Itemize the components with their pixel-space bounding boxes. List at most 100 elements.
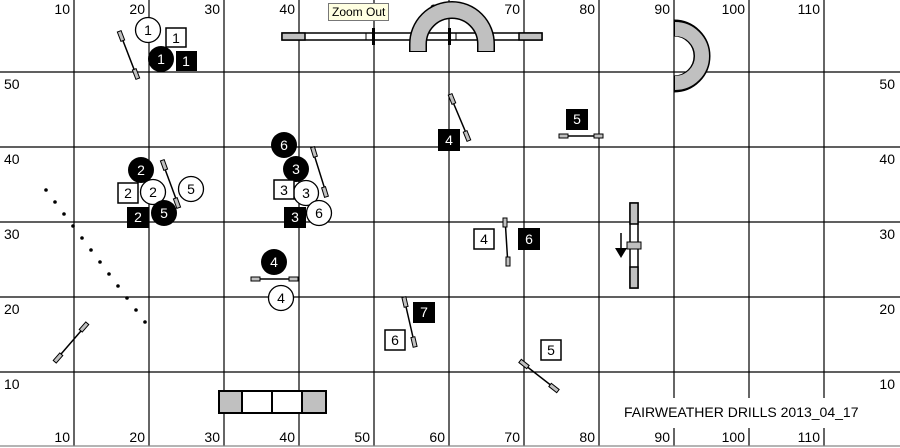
x-label: 20 — [129, 429, 145, 445]
x-label: 80 — [579, 1, 595, 17]
x-label: 30 — [204, 429, 220, 445]
x-label: 50 — [354, 429, 370, 445]
marker-number: 5 — [573, 111, 581, 127]
black-square-marker[interactable]: 4 — [438, 129, 460, 151]
black-square-marker[interactable]: 3 — [284, 207, 306, 228]
x-label: 20 — [129, 1, 145, 17]
marker-number: 4 — [277, 290, 285, 306]
black-circle-marker[interactable]: 1 — [148, 46, 174, 72]
y-label: 50 — [879, 76, 895, 92]
marker-number: 4 — [480, 231, 488, 247]
marker-number: 3 — [292, 161, 300, 177]
white-circle-marker[interactable]: 2 — [139, 178, 167, 206]
x-label: 70 — [504, 1, 520, 17]
x-label: 110 — [798, 429, 821, 445]
x-label: 30 — [204, 1, 220, 17]
jump[interactable] — [401, 296, 418, 348]
white-circle-marker[interactable]: 1 — [134, 16, 162, 44]
marker-number: 6 — [391, 332, 399, 348]
marker-number: 3 — [291, 209, 299, 225]
marker-number: 3 — [302, 185, 310, 201]
title-background — [618, 398, 898, 428]
y-label: 50 — [4, 76, 20, 92]
x-label: 70 — [504, 429, 520, 445]
x-label: 90 — [654, 1, 670, 17]
black-square-marker[interactable]: 7 — [413, 302, 435, 323]
tire-or-table[interactable] — [218, 390, 327, 414]
jump[interactable] — [52, 321, 90, 364]
white-square-marker[interactable]: 4 — [473, 228, 495, 250]
jump[interactable] — [310, 146, 329, 198]
x-label: 40 — [279, 429, 295, 445]
white-circle-marker[interactable]: 4 — [267, 284, 295, 312]
y-label: 20 — [879, 301, 895, 317]
black-square-markers: 1 2 3 4 5 6 7 — [127, 51, 588, 323]
marker-number: 3 — [280, 182, 288, 198]
black-square-marker[interactable]: 1 — [176, 51, 197, 71]
white-circle-marker[interactable]: 5 — [177, 175, 205, 203]
x-label: 100 — [722, 1, 746, 17]
curved-tunnel-top[interactable] — [409, 1, 495, 52]
x-label: 10 — [54, 1, 70, 17]
x-label: 100 — [722, 429, 746, 445]
white-square-marker[interactable]: 1 — [165, 27, 187, 48]
x-label: 60 — [429, 429, 445, 445]
black-circle-marker[interactable]: 2 — [128, 157, 154, 183]
curved-tunnel-right[interactable] — [673, 19, 711, 93]
jump[interactable] — [159, 158, 182, 210]
teeter[interactable] — [626, 202, 642, 289]
marker-number: 1 — [157, 51, 165, 67]
axis-labels-top: 10 20 30 40 60 70 80 90 100 110 — [54, 1, 820, 17]
jump[interactable] — [502, 217, 511, 267]
black-circle-marker[interactable]: 5 — [151, 200, 177, 226]
y-label: 10 — [4, 376, 20, 392]
marker-number: 6 — [525, 231, 533, 247]
y-label: 10 — [879, 376, 895, 392]
black-circle-markers: 1 2 5 6 3 4 — [128, 46, 309, 275]
jump[interactable] — [447, 92, 472, 143]
x-label: 110 — [798, 1, 821, 17]
white-square-markers: 1 2 3 4 6 5 — [117, 27, 562, 361]
marker-number: 5 — [187, 181, 195, 197]
axis-labels-left: 50 40 30 20 10 — [4, 76, 20, 392]
marker-number: 4 — [270, 254, 278, 270]
white-square-marker[interactable]: 3 — [273, 179, 295, 200]
black-square-marker[interactable]: 2 — [127, 207, 149, 228]
y-label: 40 — [4, 151, 20, 167]
jump[interactable] — [558, 133, 604, 139]
course-title: FAIRWEATHER DRILLS 2013_04_17 — [624, 404, 859, 420]
marker-number: 1 — [144, 22, 152, 38]
jump[interactable] — [250, 276, 299, 282]
black-square-marker[interactable]: 5 — [566, 109, 588, 130]
black-circle-marker[interactable]: 3 — [283, 156, 309, 182]
white-square-marker[interactable]: 5 — [540, 339, 562, 361]
marker-number: 5 — [160, 205, 168, 221]
jump[interactable] — [518, 358, 560, 394]
marker-number: 4 — [445, 132, 453, 148]
marker-number: 5 — [547, 342, 555, 358]
marker-number: 1 — [172, 30, 180, 46]
white-square-marker[interactable]: 6 — [384, 329, 406, 351]
white-circle-marker[interactable]: 6 — [305, 199, 333, 227]
jump[interactable] — [116, 29, 141, 81]
marker-number: 2 — [134, 209, 142, 225]
zoom-out-tooltip[interactable]: Zoom Out — [328, 3, 390, 21]
marker-number: 6 — [315, 205, 323, 221]
y-label: 30 — [879, 226, 895, 242]
weave-poles[interactable] — [44, 188, 147, 324]
black-circle-marker[interactable]: 4 — [261, 249, 287, 275]
white-square-marker[interactable]: 2 — [117, 182, 139, 204]
arrow-down-icon — [615, 233, 627, 258]
marker-number: 6 — [280, 137, 288, 153]
white-circle-markers: 1 2 5 3 6 4 — [134, 16, 333, 312]
jumps — [52, 29, 604, 394]
black-square-marker[interactable]: 6 — [518, 228, 540, 250]
axis-labels-bottom: 10 20 30 40 50 60 70 80 90 100 110 — [54, 429, 820, 445]
marker-number: 1 — [182, 53, 190, 69]
marker-number: 2 — [124, 185, 132, 201]
black-circle-marker[interactable]: 6 — [271, 132, 297, 158]
x-label: 80 — [579, 429, 595, 445]
x-label: 10 — [54, 429, 70, 445]
